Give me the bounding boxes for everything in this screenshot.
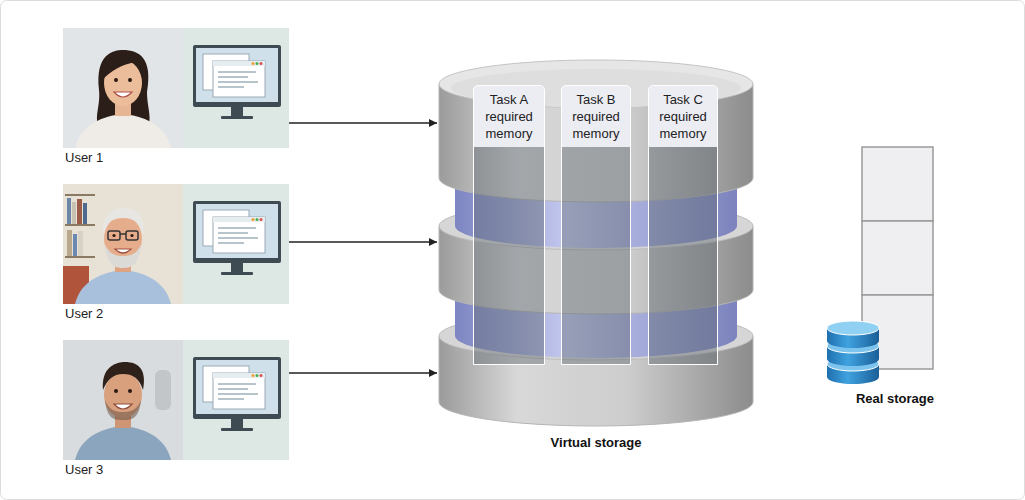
memory-column: Task A required memory <box>473 85 545 365</box>
user-panel: User 3 <box>63 340 289 460</box>
user-label: User 3 <box>65 462 103 477</box>
user-panel: User 2 <box>63 184 289 304</box>
arrow-connector <box>289 372 437 373</box>
memory-column: Task B required memory <box>561 85 631 365</box>
arrow-connector <box>289 122 437 123</box>
monitor-icon <box>183 340 289 460</box>
user-label: User 2 <box>65 306 103 321</box>
arrow-connector <box>289 241 437 242</box>
monitor-icon <box>183 28 289 148</box>
storage-label: Virtual storage <box>437 435 755 450</box>
column-label: Task A required memory <box>474 86 544 142</box>
storage-cylinder-art <box>439 60 753 426</box>
user-label: User 1 <box>65 150 103 165</box>
real-storage-art <box>827 147 933 384</box>
user-panel: User 1 <box>63 28 289 148</box>
user-photo <box>63 340 183 460</box>
monitor-icon <box>183 184 289 304</box>
column-label: Task C required memory <box>649 86 717 142</box>
user-photo <box>63 28 183 148</box>
storage-cylinder: Virtual storageTask A required memoryTas… <box>437 58 755 426</box>
storage-label: Real storage <box>835 391 955 406</box>
memory-column: Task C required memory <box>648 85 718 365</box>
user-photo <box>63 184 183 304</box>
column-label: Task B required memory <box>562 86 630 142</box>
storage-stack: Real storage <box>826 147 936 387</box>
